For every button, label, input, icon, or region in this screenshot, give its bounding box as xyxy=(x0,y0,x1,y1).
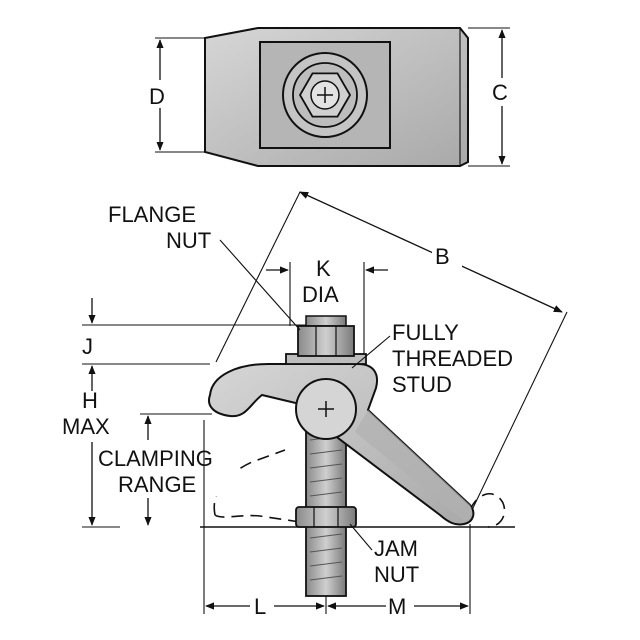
top-view: D C xyxy=(146,27,516,167)
side-view: B K DIA J H MAX CLAMPING RANGE FLANGE NU… xyxy=(62,191,568,619)
dim-k-dia-label: DIA xyxy=(302,282,339,307)
stud-leader xyxy=(351,335,391,369)
stud-label-3: STUD xyxy=(392,372,452,397)
dim-h-label: H xyxy=(82,388,98,413)
dim-d-label: D xyxy=(149,84,165,109)
dim-b-line xyxy=(299,191,563,313)
dim-m-label: M xyxy=(388,594,406,619)
clamp-arm-shade xyxy=(355,410,472,521)
stud-label-1: FULLY xyxy=(392,320,459,345)
jam-nut-hex-icon xyxy=(295,506,357,528)
clamping-range-label-1: CLAMPING xyxy=(98,446,213,471)
stud-label-2: THREADED xyxy=(392,346,513,371)
flange-nut-label-2: NUT xyxy=(166,228,211,253)
dim-b-label: B xyxy=(435,244,450,269)
flange-nut-label-1: FLANGE xyxy=(108,202,196,227)
flange-nut-hex-icon xyxy=(297,325,355,357)
clamping-range-label-2: RANGE xyxy=(118,472,196,497)
dim-l-label: L xyxy=(254,594,266,619)
dim-k-label: K xyxy=(316,256,331,281)
jam-nut-leader xyxy=(349,523,373,551)
jam-nut-label-2: NUT xyxy=(374,562,419,587)
flange-nut-leader xyxy=(219,239,301,331)
stud-top xyxy=(305,315,347,327)
dim-j-label: J xyxy=(82,334,93,359)
dim-c-label: C xyxy=(492,80,508,105)
jam-nut-label-1: JAM xyxy=(374,536,418,561)
phantom-clamp-tip xyxy=(469,493,506,528)
dim-h-max-label: MAX xyxy=(62,414,110,439)
